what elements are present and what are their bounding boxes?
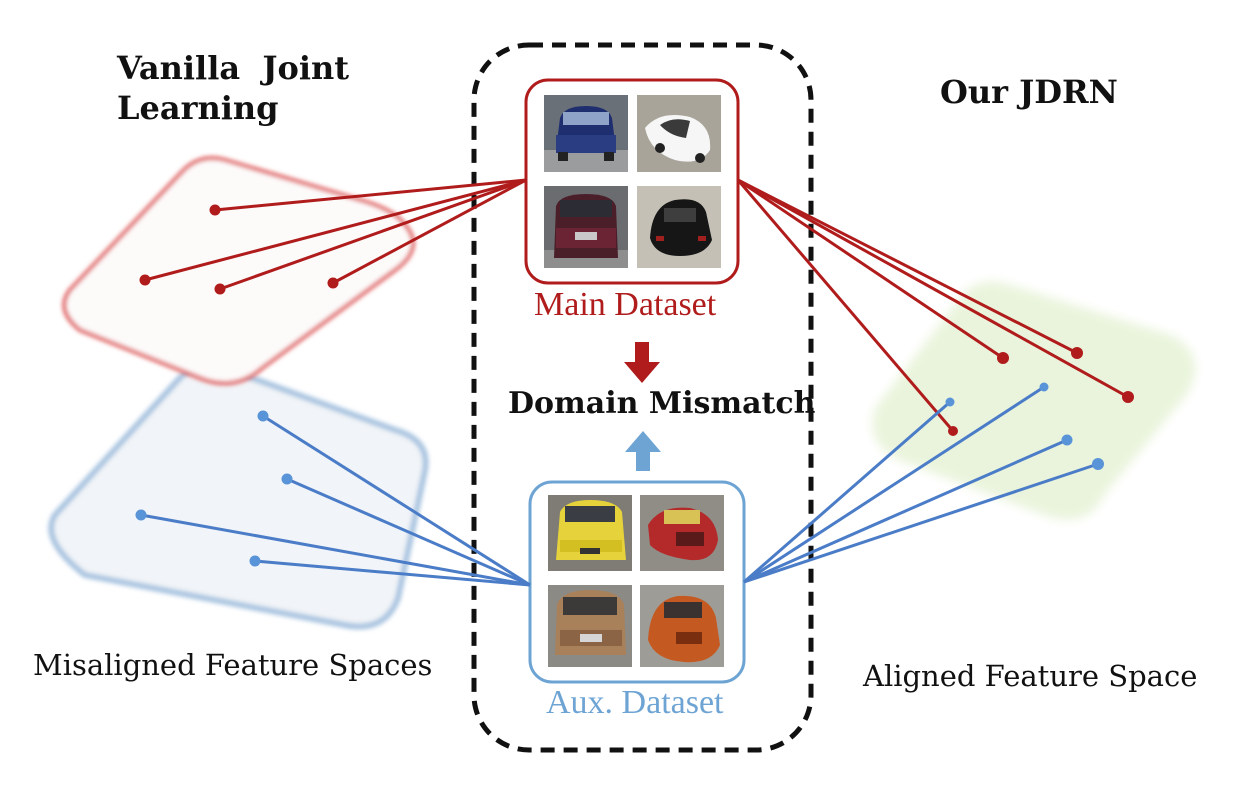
left-red-feature-points <box>139 204 339 295</box>
main-image-white-sedan <box>637 95 721 172</box>
aux-image-yellow-hatchback <box>548 495 632 571</box>
left-title-line-1: Vanilla Joint <box>117 49 350 87</box>
right-red-connections <box>736 178 1129 432</box>
central-dashed-frame <box>471 42 814 753</box>
right-blue-connections <box>743 385 1099 584</box>
red-down-arrow <box>624 342 660 383</box>
left-red-feature-plane <box>62 156 415 386</box>
left-title-line-2: Learning <box>117 89 279 127</box>
right-title: Our JDRN <box>940 73 1118 111</box>
left-caption: Misaligned Feature Spaces <box>33 648 433 682</box>
aux-image-red-taxi-rear <box>640 495 724 571</box>
right-green-feature-plane <box>872 281 1196 520</box>
right-caption: Aligned Feature Space <box>863 659 1198 693</box>
left-red-connections <box>144 178 527 291</box>
aux-image-orange-suv-rear <box>640 585 724 667</box>
right-red-feature-points <box>948 347 1134 436</box>
aux-dataset-label: Aux. Dataset <box>546 684 724 721</box>
main-image-dark-red-suv-front <box>544 186 628 268</box>
left-blue-connections <box>140 414 531 587</box>
right-blue-feature-points <box>945 382 1104 470</box>
main-dataset-label: Main Dataset <box>534 286 717 323</box>
left-blue-feature-points <box>135 410 293 567</box>
left-title: Vanilla Joint Learning <box>117 48 349 128</box>
domain-mismatch-label: Domain Mismatch <box>508 386 816 421</box>
main-image-black-sedan-rear <box>637 186 721 268</box>
blue-up-arrow <box>625 431 661 471</box>
left-blue-feature-plane <box>48 363 429 630</box>
main-image-blue-sedan-front <box>544 95 628 172</box>
aux-image-bronze-suv-front <box>548 585 632 667</box>
